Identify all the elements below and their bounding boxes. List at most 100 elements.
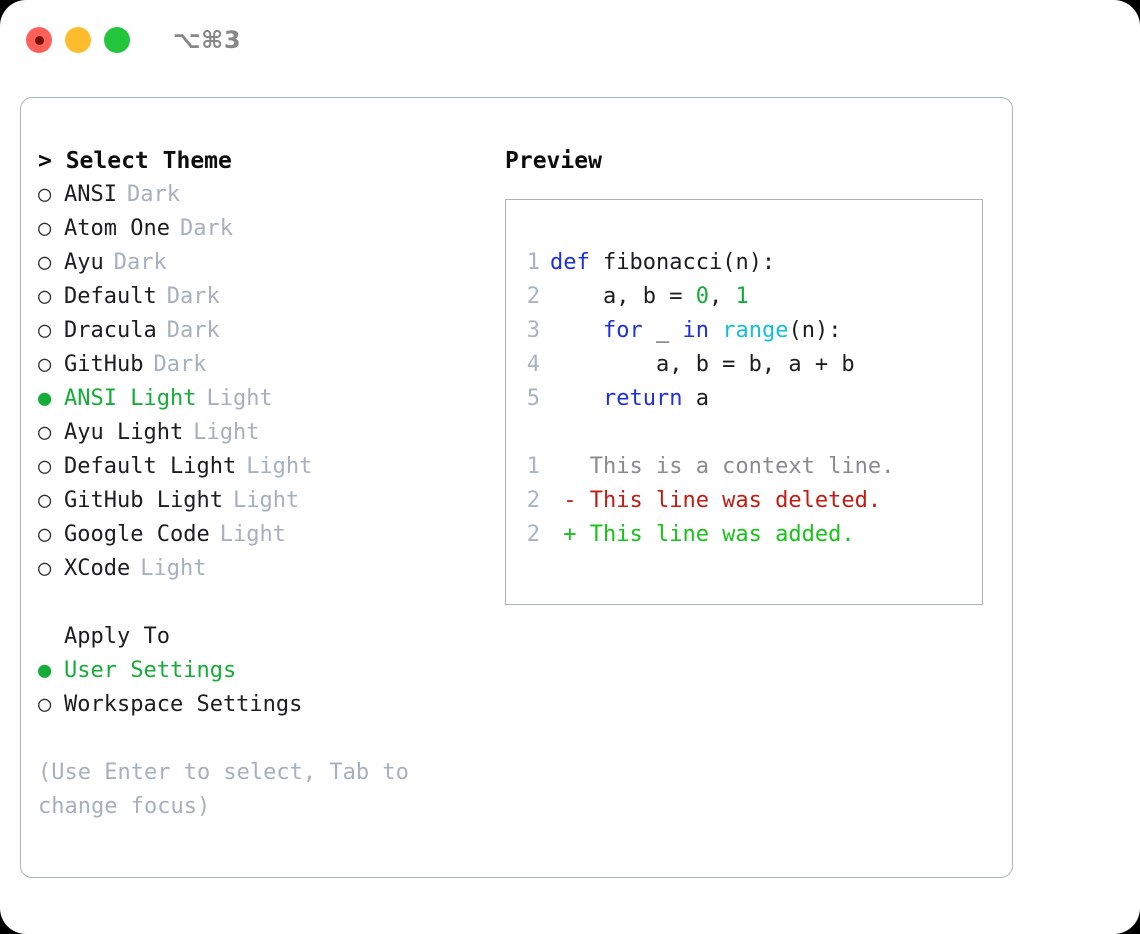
code-text: for _ in range(n):	[550, 314, 841, 348]
radio-selected-icon: ●	[38, 386, 52, 411]
code-token-plain: a, b = b, a + b	[550, 352, 855, 377]
theme-list-heading: > Select Theme	[38, 148, 232, 174]
theme-option-label: GitHub	[64, 352, 144, 377]
code-token-num: 1	[735, 284, 749, 309]
code-token-plain	[550, 386, 603, 411]
theme-option-label: ANSI	[64, 182, 117, 207]
code-line: 4 a, b = b, a + b	[506, 348, 982, 382]
radio-unselected-icon: ○	[38, 420, 52, 445]
theme-option-tag: Light	[246, 454, 313, 479]
close-button[interactable]	[26, 27, 52, 53]
theme-option-label: ANSI Light	[64, 386, 197, 411]
diff-text: + This line was added.	[550, 522, 855, 547]
radio-unselected-icon: ○	[38, 284, 52, 309]
code-token-plain: a, b =	[550, 284, 696, 309]
theme-option-item[interactable]: ○ Dracula Dark	[38, 314, 486, 348]
spacer	[38, 586, 486, 620]
keyboard-shortcut-label: ⌥⌘3	[173, 26, 242, 54]
apply-to-list: ● User Settings ○ Workspace Settings	[38, 654, 486, 722]
radio-unselected-icon: ○	[38, 556, 52, 581]
window-titlebar: ⌥⌘3	[0, 0, 1140, 80]
code-token-kw: return	[602, 386, 683, 411]
apply-to-option-label: User Settings	[64, 658, 237, 683]
code-token-plain: _	[642, 318, 683, 343]
radio-unselected-icon: ○	[38, 692, 52, 717]
line-number: 4	[526, 352, 540, 377]
radio-unselected-icon: ○	[38, 488, 52, 513]
code-line: 3 for _ in range(n):	[506, 314, 982, 348]
code-token-plain: a	[682, 386, 709, 411]
theme-option-label: Atom One	[64, 216, 170, 241]
theme-option-tag: Dark	[113, 250, 167, 275]
code-text: def fibonacci(n):	[550, 246, 775, 280]
radio-unselected-icon: ○	[38, 182, 52, 207]
theme-option-tag: Dark	[126, 182, 180, 207]
code-token-plain: ,	[708, 284, 736, 309]
theme-option-tag: Dark	[166, 284, 220, 309]
code-token-plain: (n):	[788, 318, 842, 343]
theme-option-label: Default	[64, 284, 157, 309]
line-number: 2	[526, 522, 540, 547]
maximize-button[interactable]	[104, 27, 130, 53]
diff-line: 1 This is a context line.	[506, 450, 982, 484]
code-token-fn: range	[722, 318, 789, 343]
code-token-plain	[709, 318, 722, 343]
diff-sample: 1 This is a context line.2 - This line w…	[506, 450, 982, 552]
code-text: return a	[550, 382, 709, 416]
theme-option-item[interactable]: ○ XCode Light	[38, 552, 486, 586]
preview-heading: Preview	[505, 148, 602, 174]
line-number: 3	[526, 318, 540, 343]
theme-option-item[interactable]: ○ ANSI Dark	[38, 178, 486, 212]
apply-to-heading: Apply To	[64, 624, 170, 649]
radio-unselected-icon: ○	[38, 318, 52, 343]
theme-option-label: Google Code	[64, 522, 210, 547]
theme-option-tag: Light	[140, 556, 207, 581]
theme-option-item[interactable]: ○ Default Dark	[38, 280, 486, 314]
diff-line: 2 - This line was deleted.	[506, 484, 982, 518]
apply-to-option-label: Workspace Settings	[64, 692, 303, 717]
code-line: 2 a, b = 0, 1	[506, 280, 982, 314]
theme-option-label: Ayu Light	[64, 420, 184, 445]
theme-option-label: Dracula	[64, 318, 157, 343]
theme-option-tag: Dark	[166, 318, 220, 343]
theme-option-label: Default Light	[64, 454, 237, 479]
theme-option-tag: Light	[232, 488, 300, 513]
code-token-kw: def	[550, 250, 590, 275]
theme-option-label: Ayu	[64, 250, 104, 275]
line-number: 5	[526, 386, 540, 411]
code-token-kw: for	[602, 318, 643, 343]
diff-line: 2 + This line was added.	[506, 518, 982, 552]
line-number: 2	[526, 284, 540, 309]
diff-text: - This line was deleted.	[550, 488, 882, 513]
theme-option-tag: Light	[219, 522, 286, 547]
apply-to-option-item[interactable]: ○ Workspace Settings	[38, 688, 486, 722]
spacer	[506, 416, 982, 450]
theme-option-item[interactable]: ● ANSI Light Light	[38, 382, 486, 416]
radio-unselected-icon: ○	[38, 522, 52, 547]
theme-option-tag: Dark	[179, 216, 233, 241]
code-token-plain: fibonacci(n):	[589, 250, 776, 275]
minimize-button[interactable]	[65, 27, 91, 53]
line-number: 2	[526, 488, 540, 513]
recording-dot-icon	[34, 35, 44, 45]
radio-selected-icon: ●	[38, 658, 52, 683]
theme-option-label: XCode	[64, 556, 131, 581]
theme-option-item[interactable]: ○ Google Code Light	[38, 518, 486, 552]
theme-option-tag: Light	[193, 420, 260, 445]
theme-option-tag: Light	[206, 386, 273, 411]
diff-text: This is a context line.	[550, 454, 895, 479]
theme-option-item[interactable]: ○ Ayu Light Light	[38, 416, 486, 450]
apply-to-option-item[interactable]: ● User Settings	[38, 654, 486, 688]
